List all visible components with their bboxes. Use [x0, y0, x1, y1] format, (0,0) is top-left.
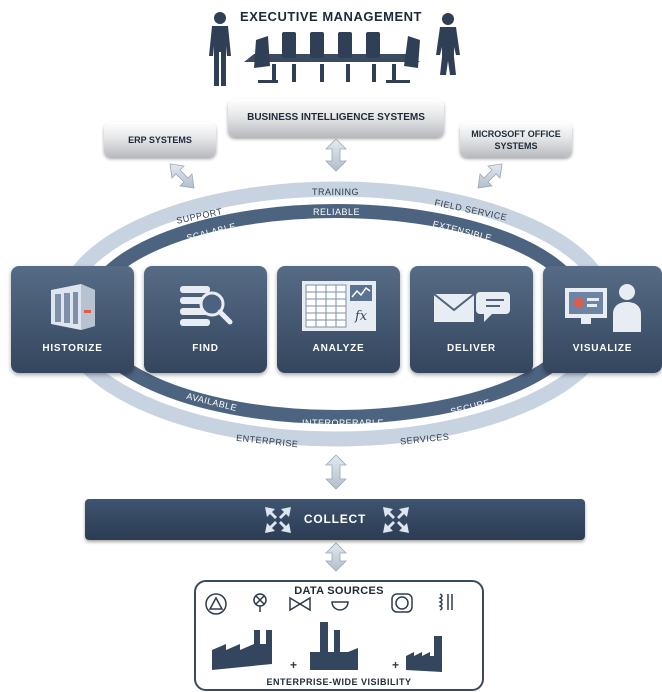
office-systems-label: MICROSOFT OFFICE SYSTEMS [471, 128, 561, 151]
plus-sign-1: + [290, 658, 298, 672]
collect-label: COLLECT [303, 512, 367, 526]
pump-symbol-icon [205, 593, 227, 615]
module-deliver[interactable]: DELIVER [410, 266, 533, 373]
ring-label-interoperable: INTEROPERABLE [302, 418, 385, 428]
factory-center-icon [310, 622, 358, 670]
plus-sign-2: + [392, 658, 400, 672]
ring-label-training: TRAINING [312, 187, 360, 197]
business-intelligence-label: BUSINESS INTELLIGENCE SYSTEMS [247, 112, 425, 123]
collect-top-arrow [325, 454, 347, 490]
chairs-icon [254, 32, 420, 83]
transformer-symbol-icon [438, 593, 453, 611]
data-source-symbols [205, 593, 453, 615]
person-monitor-icon [565, 284, 641, 332]
factories-illustration [212, 622, 442, 672]
office-arrow [477, 163, 503, 189]
tank-symbol-icon [331, 601, 349, 611]
search-list-icon [180, 286, 233, 326]
data-sources-box[interactable]: DATA SOURCES + + ENTERPRISE-WIDE VISIBIL… [194, 580, 484, 691]
module-visualize[interactable]: VISUALIZE [543, 266, 662, 373]
collect-arrows-right-icon [383, 507, 409, 533]
module-analyze[interactable]: fx ANALYZE [277, 266, 400, 373]
valve-indicator-icon [253, 593, 267, 612]
office-systems-box[interactable]: MICROSOFT OFFICE SYSTEMS [460, 122, 572, 157]
business-intelligence-box[interactable]: BUSINESS INTELLIGENCE SYSTEMS [228, 99, 444, 137]
factory-left-icon [212, 630, 272, 670]
executive-figure-right-icon [436, 13, 460, 75]
enterprise-visibility-label: ENTERPRISE-WIDE VISIBILITY [266, 677, 412, 687]
executive-management-title: EXECUTIVE MANAGEMENT [240, 9, 422, 24]
bi-arrow [325, 138, 347, 172]
module-label-visualize: VISUALIZE [572, 343, 633, 354]
svg-text:fx: fx [354, 309, 368, 324]
executive-figure-left-icon [209, 12, 231, 86]
module-label-find: FIND [192, 343, 219, 354]
module-label-analyze: ANALYZE [312, 343, 365, 354]
module-label-deliver: DELIVER [447, 343, 496, 354]
spreadsheet-icon: fx [302, 281, 376, 331]
collect-arrows-left-icon [265, 507, 291, 533]
envelope-chat-icon [433, 292, 510, 322]
module-historize[interactable]: HISTORIZE [11, 266, 134, 373]
butterfly-valve-icon [289, 596, 311, 612]
vessel-symbol-icon [391, 593, 413, 613]
boardroom-illustration [209, 12, 460, 86]
erp-systems-label: ERP SYSTEMS [128, 134, 192, 145]
data-sources-title: DATA SOURCES [294, 585, 384, 597]
server-icon [51, 284, 95, 330]
factory-right-icon [406, 636, 442, 672]
collect-bottom-arrow [325, 542, 347, 572]
ring-label-reliable: RELIABLE [313, 207, 361, 217]
erp-arrow [169, 163, 195, 189]
erp-systems-box[interactable]: ERP SYSTEMS [104, 122, 216, 157]
module-find[interactable]: FIND [144, 266, 267, 373]
module-label-historize: HISTORIZE [42, 343, 103, 354]
collect-bar[interactable]: COLLECT [85, 499, 585, 540]
